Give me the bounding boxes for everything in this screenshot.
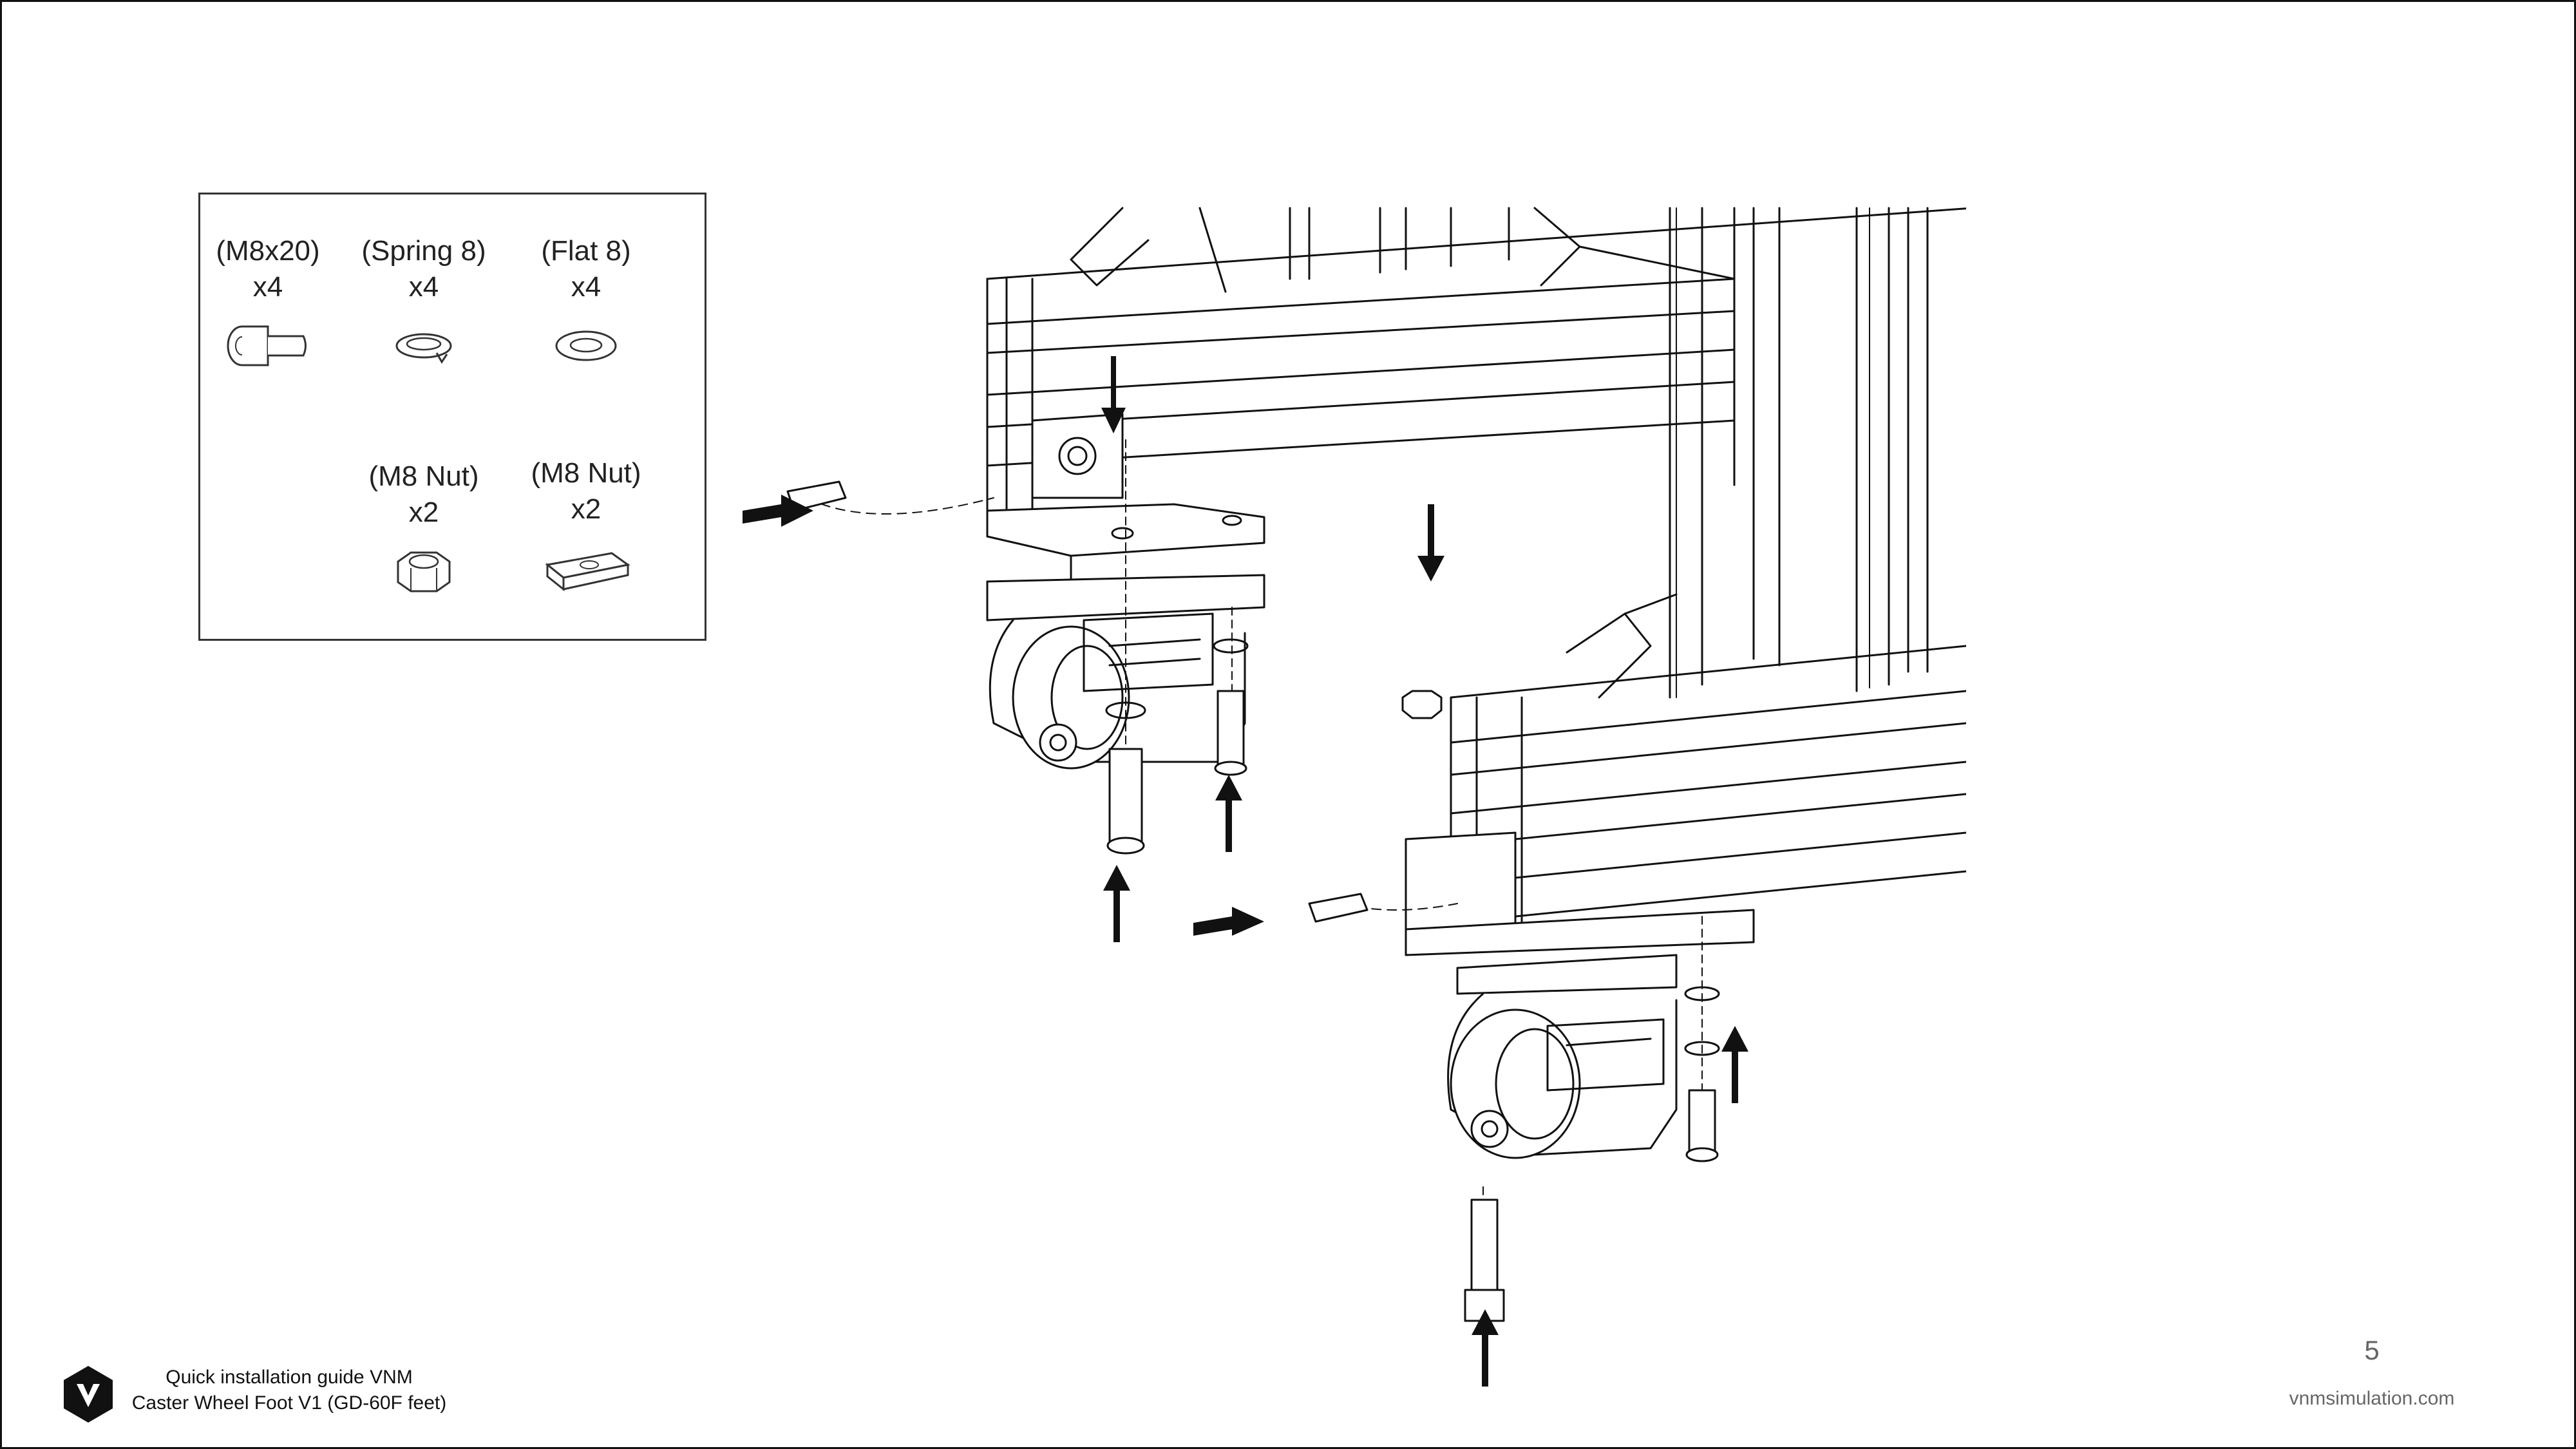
flat-washer-icon: [555, 330, 617, 361]
part-qty: x4: [252, 271, 283, 303]
arrow-right-icon: [743, 495, 813, 527]
arrow-right-icon: [1193, 907, 1264, 936]
lower-rail: [1450, 593, 1966, 924]
part-qty: x4: [571, 271, 601, 303]
upper-hardware: [786, 439, 1249, 855]
t-slot-nut-icon: [545, 552, 630, 592]
part-qty: x4: [408, 271, 439, 303]
upper-rail: [986, 207, 1966, 538]
part-item: (M8x20) x4: [194, 233, 342, 375]
lower-hardware: [1308, 690, 1720, 1329]
part-name: (M8 Nut): [368, 460, 479, 492]
lower-caster: [1405, 831, 1755, 1159]
upper-caster-wheel: [986, 574, 1265, 770]
arrow-up-icon: [1103, 865, 1130, 942]
upper-caster-bracket: [986, 413, 1265, 583]
spring-washer-icon: [395, 333, 452, 364]
vnm-logo: [64, 1366, 113, 1423]
arrow-up-icon: [1472, 1309, 1499, 1387]
part-item: (M8 Nut) x2: [350, 459, 498, 600]
part-qty: x2: [571, 493, 601, 525]
part-name: (M8x20): [216, 235, 320, 267]
arrow-down-icon: [1101, 356, 1126, 433]
vertical-profile: [1669, 207, 1929, 699]
parts-list: (M8x20) x4 (Spring 8) x4 (Flat 8) x4: [198, 193, 706, 641]
part-item: (M8 Nut) x2: [512, 455, 660, 597]
guide-title-line2: Caster Wheel Foot V1 (GD-60F feet): [131, 1392, 447, 1414]
direction-arrows: [743, 356, 1748, 1387]
part-name: (Spring 8): [361, 235, 486, 267]
guide-title: Quick installation guide VNM Caster Whee…: [122, 1365, 457, 1416]
page-number: 5: [2364, 1335, 2380, 1365]
arrow-up-icon: [1721, 1026, 1748, 1103]
cap-screw-icon: [227, 325, 307, 366]
assembly-drawing: [743, 207, 1966, 1387]
part-name: (Flat 8): [541, 235, 631, 267]
part-qty: x2: [408, 497, 439, 528]
part-item: (Flat 8) x4: [512, 233, 660, 375]
arrow-down-icon: [1417, 504, 1444, 582]
website-link[interactable]: vnmsimulation.com: [2289, 1388, 2455, 1409]
part-item: (Spring 8) x4: [350, 233, 498, 375]
part-name: (M8 Nut): [531, 457, 641, 489]
arrow-up-icon: [1215, 775, 1242, 852]
hex-nut-icon: [397, 551, 451, 592]
guide-title-line1: Quick installation guide VNM: [166, 1367, 413, 1388]
